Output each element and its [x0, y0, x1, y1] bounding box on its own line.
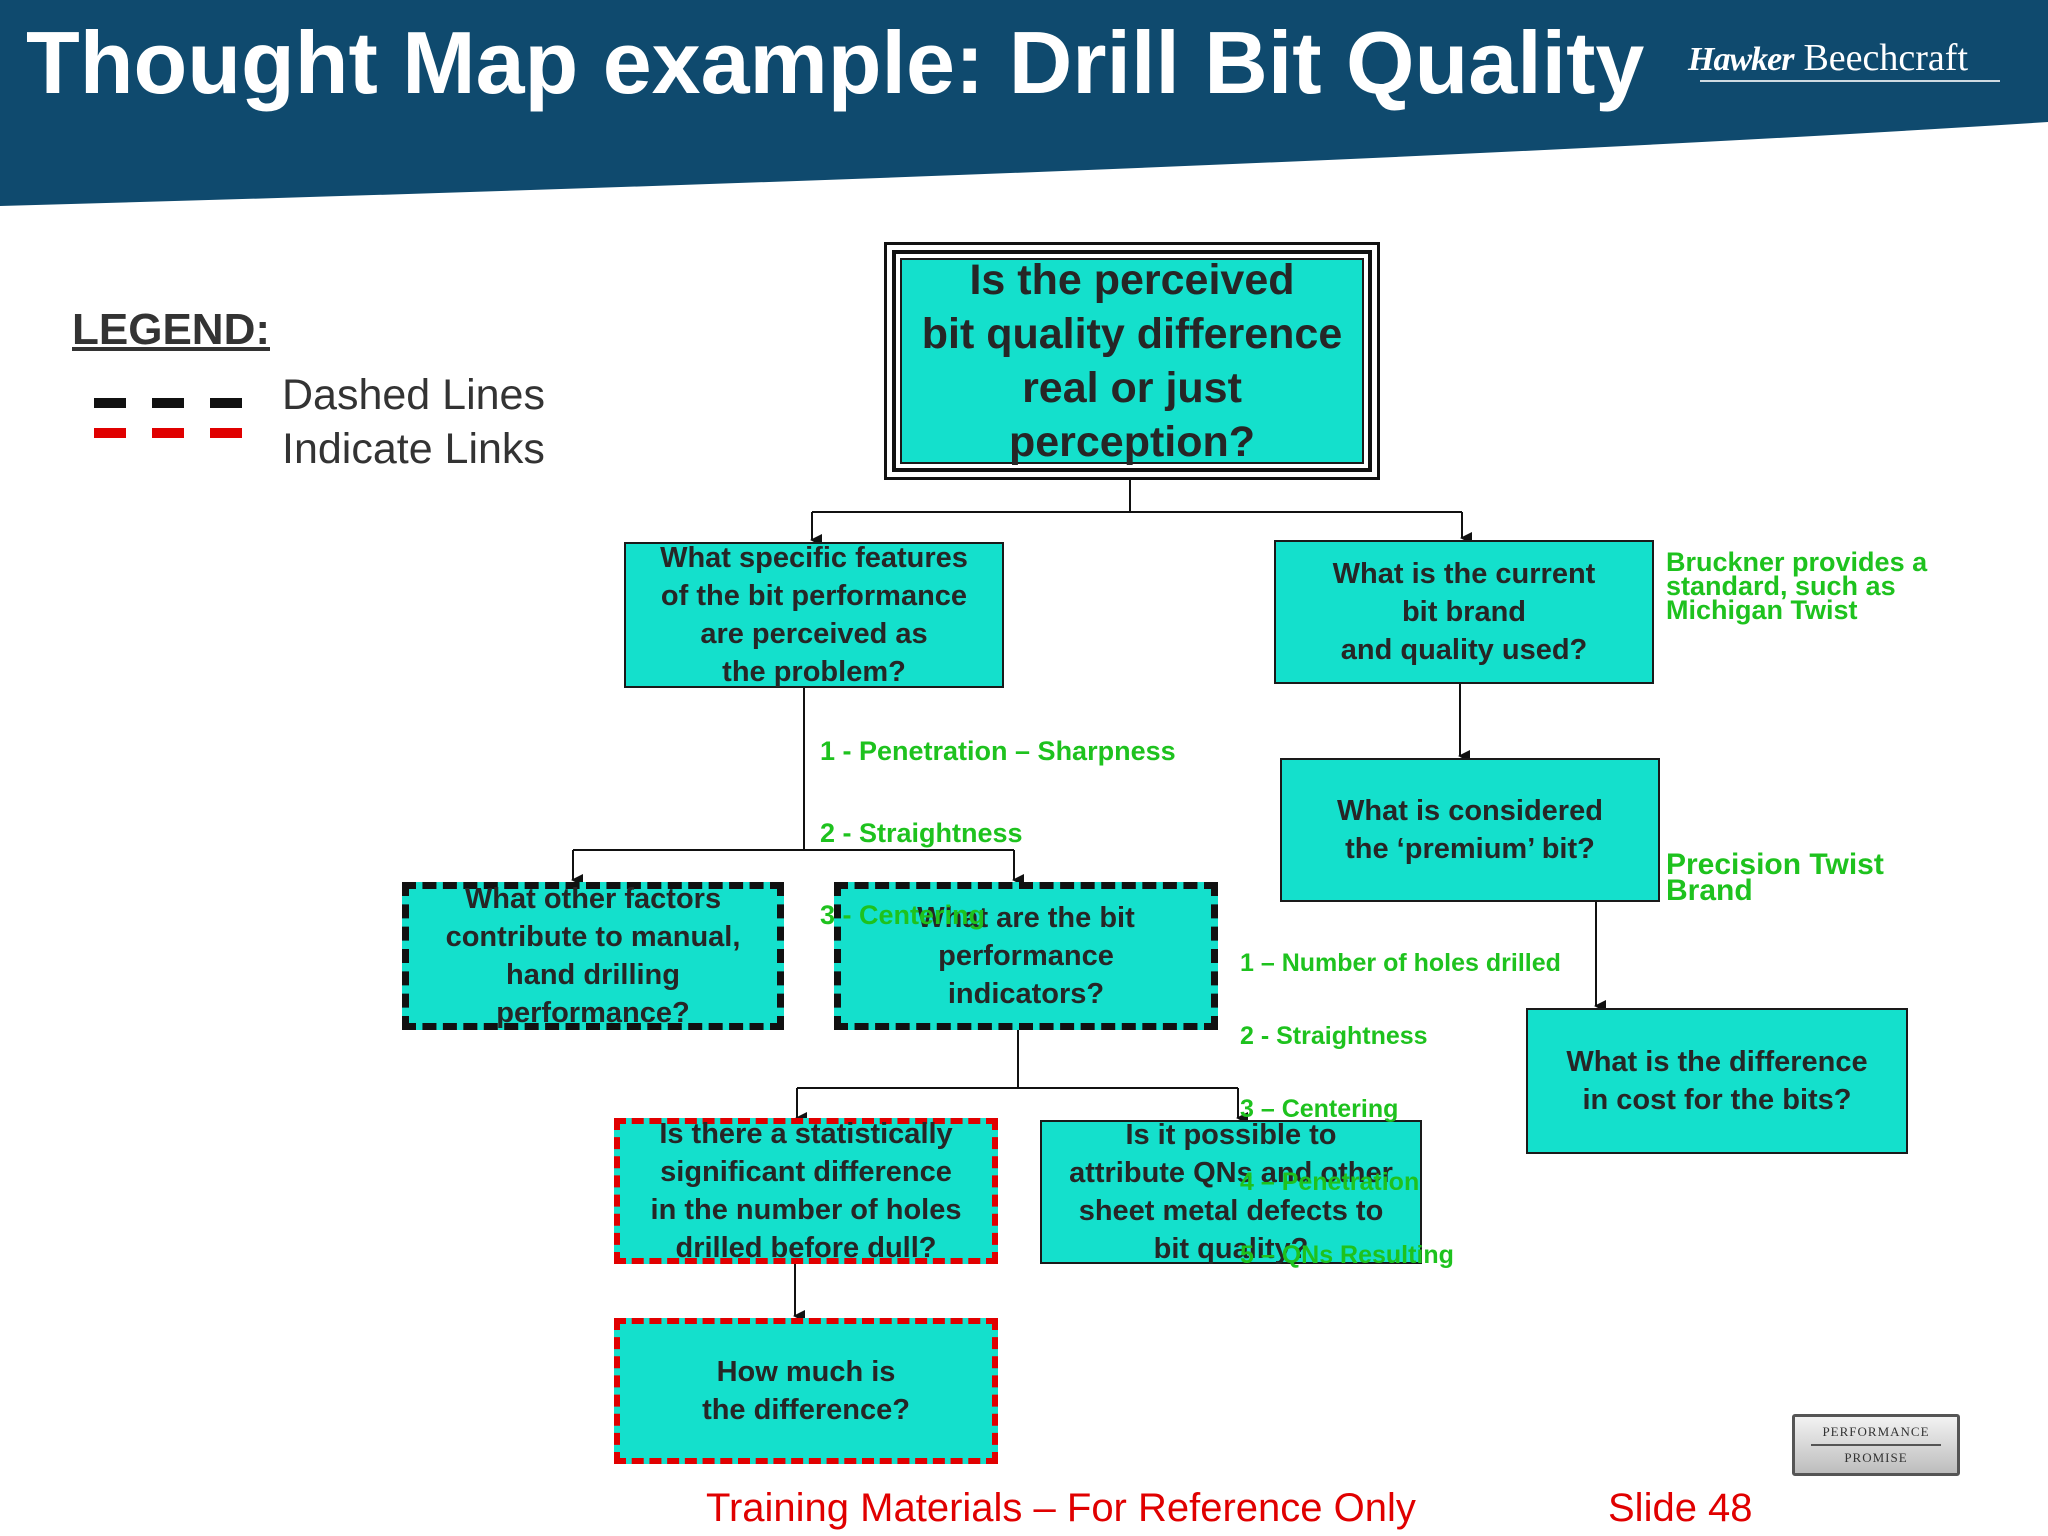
indicators-node-text: What are the bit performance indicators? [917, 902, 1135, 1010]
other-factors-node-text: What other factors contribute to manual,… [445, 883, 741, 1029]
attribute-node-text: Is it possible to attribute QNs and othe… [1069, 1119, 1393, 1265]
slide-number: Slide 48 [1608, 1486, 1753, 1530]
premium-node: What is considered the ‘premium’ bit? [1280, 758, 1660, 902]
indicator-list-item: 2 - Straightness [1240, 1021, 1428, 1050]
legend-title: LEGEND: [72, 305, 270, 354]
logo-underline [1700, 80, 2000, 82]
root-node-frame: Is the perceived bit quality difference … [884, 242, 1380, 480]
premium-node-text: What is considered the ‘premium’ bit? [1337, 795, 1603, 865]
legend-text: Dashed Lines Indicate Links [282, 368, 545, 476]
logo-part2: Beechcraft [1803, 37, 1968, 79]
indicator-list-item: 5 – QNs Resulting [1240, 1240, 1454, 1269]
indicator-list-item: 3 – Centering [1240, 1094, 1399, 1123]
logo-part1: Hawker [1688, 41, 1794, 78]
statistical-node-text: Is there a statistically significant dif… [650, 1118, 962, 1264]
bruckner-note: Bruckner provides a standard, such as Mi… [1666, 547, 1928, 625]
brand-node-text: What is the current bit brand and qualit… [1332, 558, 1596, 666]
attribute-node: Is it possible to attribute QNs and othe… [1040, 1119, 1422, 1265]
badge-line-2: PROMISE [1844, 1450, 1908, 1465]
legend-dash-red [94, 428, 242, 438]
legend-dash-black [94, 398, 242, 408]
root-node: Is the perceived bit quality difference … [900, 256, 1364, 466]
precision-note: Precision Twist Brand [1666, 848, 1884, 907]
features-list-item: 3 - Centering [820, 900, 986, 930]
indicators-node: What are the bit performance indicators? [834, 882, 1218, 1030]
root-node-text: Is the perceived bit quality difference … [921, 256, 1343, 466]
slide-title: Thought Map example: Drill Bit Quality [26, 13, 1645, 112]
legend-line-1: Dashed Lines [282, 371, 545, 419]
other-factors-node: What other factors contribute to manual,… [402, 882, 784, 1030]
how-much-node-text: How much is the difference? [702, 1356, 910, 1426]
footer-text: Training Materials – For Reference Only [706, 1486, 1416, 1530]
cost-node-text: What is the difference in cost for the b… [1566, 1046, 1868, 1116]
features-list-item: 1 - Penetration – Sharpness [820, 736, 1176, 766]
header-band [0, 0, 2048, 206]
indicator-list-item: 4 – Penetration [1240, 1167, 1420, 1196]
legend-line-2: Indicate Links [282, 425, 545, 473]
features-list: 1 - Penetration – Sharpness 2 - Straight… [820, 690, 1176, 977]
how-much-node: How much is the difference? [614, 1318, 998, 1464]
root-node-inner-frame: Is the perceived bit quality difference … [892, 250, 1372, 472]
cost-node: What is the difference in cost for the b… [1526, 1008, 1908, 1154]
indicator-list-item: 1 – Number of holes drilled [1240, 948, 1561, 977]
brand-node: What is the current bit brand and qualit… [1274, 540, 1654, 684]
performance-promise-badge: PERFORMANCE PROMISE [1792, 1414, 1960, 1476]
features-node-text: What specific features of the bit perfor… [660, 542, 968, 688]
features-list-item: 2 - Straightness [820, 818, 1023, 848]
badge-divider [1811, 1444, 1941, 1446]
indicator-list: 1 – Number of holes drilled 2 - Straight… [1240, 908, 1561, 1310]
features-node: What specific features of the bit perfor… [624, 542, 1004, 688]
statistical-node: Is there a statistically significant dif… [614, 1118, 998, 1264]
badge-line-1: PERFORMANCE [1822, 1424, 1930, 1439]
